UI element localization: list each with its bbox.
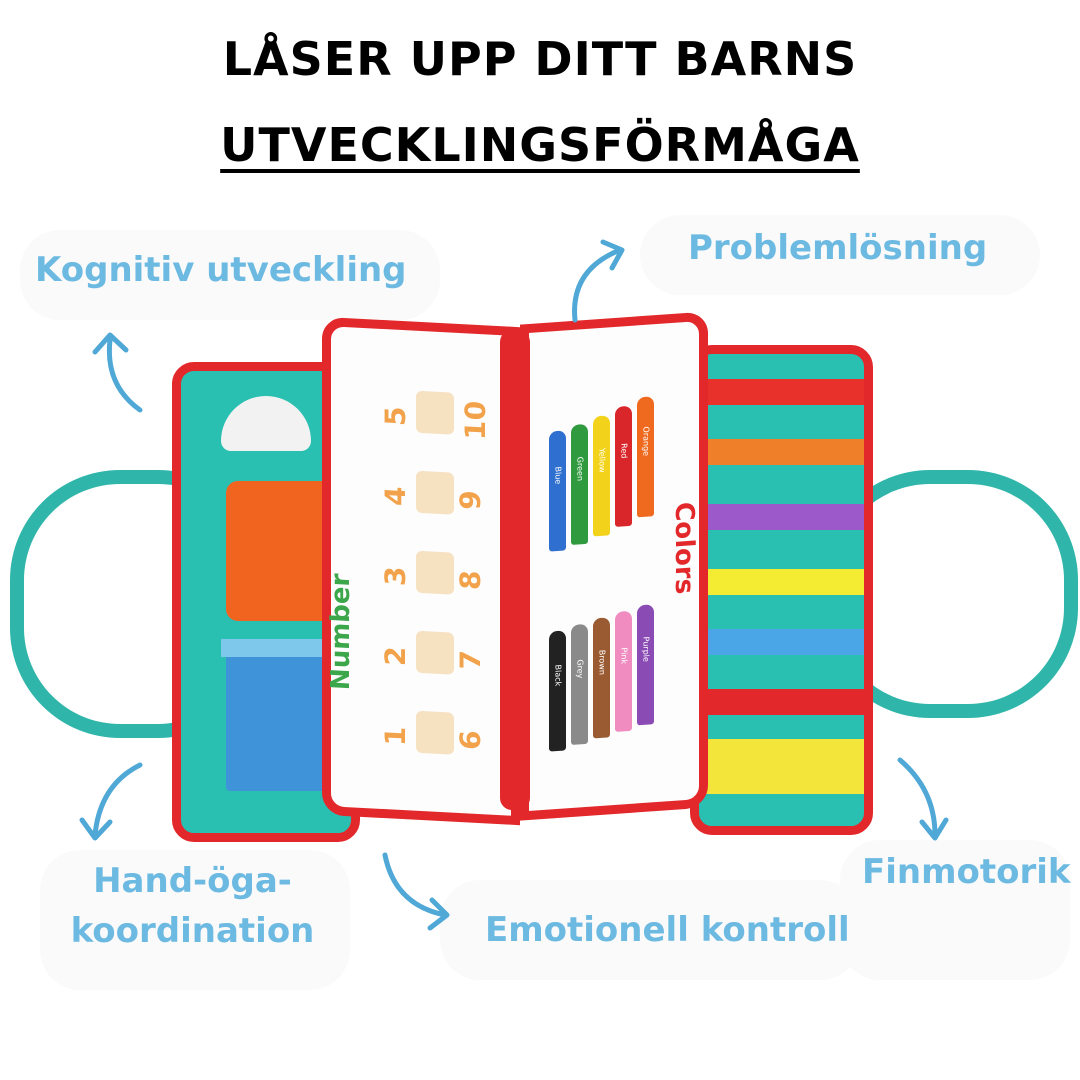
arrow-up-left-icon: [92, 332, 143, 413]
strap-red: [699, 379, 864, 405]
arrow-down-left-icon: [79, 762, 143, 841]
strap-velcro: [699, 689, 864, 715]
book-spine: [500, 330, 530, 810]
right-panel: [690, 345, 873, 835]
label-background: [640, 215, 1040, 295]
headline-line-1: LÅSER UPP DITT BARNS: [222, 32, 858, 86]
headline-line-2: UTVECKLINGSFÖRMÅGA: [0, 118, 1080, 172]
zipper: [699, 739, 864, 794]
shirt: [226, 481, 336, 621]
arrow-up-right-icon: [572, 239, 625, 323]
label-hand-eye: Hand-öga- koordination: [40, 856, 345, 956]
strap-purple: [699, 504, 864, 530]
label-hand-eye-line2: koordination: [70, 911, 315, 951]
label-background: [840, 840, 1070, 980]
label-fine-motor: Finmotorik: [862, 852, 1071, 892]
headline-underlined: UTVECKLINGSFÖRMÅGA: [220, 118, 860, 172]
arrow-down-right-icon: [382, 852, 450, 931]
arrow-down-right-icon: [897, 757, 949, 841]
label-background: [40, 850, 350, 990]
belt: [221, 639, 341, 657]
pants: [226, 641, 336, 791]
label-problem-solving: Problemlösning: [688, 228, 988, 268]
label-hand-eye-line1: Hand-öga-: [93, 861, 292, 901]
label-background: [20, 230, 440, 320]
strap-orange: [699, 439, 864, 465]
strap-blue: [699, 629, 864, 655]
label-cognitive: Kognitiv utveckling: [35, 250, 407, 290]
label-emotional: Emotionell kontroll: [485, 910, 850, 950]
strap-yellow: [699, 569, 864, 595]
label-background: [440, 880, 860, 980]
